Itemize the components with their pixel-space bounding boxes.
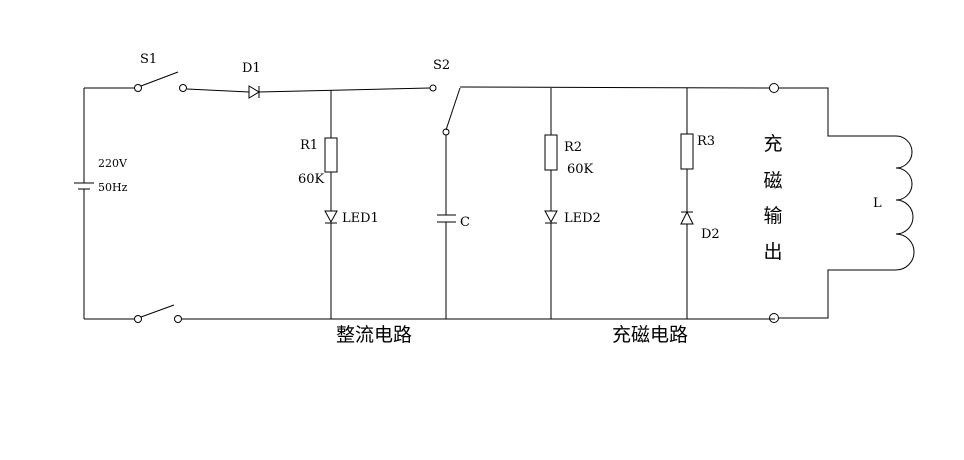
switch-s1: [134, 71, 187, 92]
top-rail-right: [459, 86, 771, 89]
branch-r3-d2: [680, 88, 694, 319]
output-char-3: 输: [763, 205, 782, 227]
switch-s2: [429, 84, 461, 136]
diode-d1-label: D1: [242, 61, 261, 76]
resistor-r1-label: R1: [300, 138, 318, 153]
branch-r1-led1: [324, 90, 338, 319]
led2-label: LED2: [564, 211, 601, 226]
switch-s2-label: S2: [433, 58, 450, 73]
resistor-r2-value: 60K: [567, 162, 594, 177]
top-rail-left: [186, 85, 431, 99]
capacitor-c-label: C: [460, 215, 470, 230]
resistor-r1-value: 60K: [298, 172, 325, 187]
output-terminal-top: [769, 83, 779, 93]
output-char-4: 出: [763, 241, 782, 263]
output-char-1: 充: [763, 133, 782, 155]
output-char-2: 磁: [763, 170, 782, 192]
switch-s1-lower: [134, 304, 182, 323]
resistor-r3-label: R3: [697, 134, 715, 149]
section-rectify-caption: 整流电路: [336, 324, 412, 346]
source-voltage-label: 220V: [98, 157, 128, 170]
source-frequency-label: 50Hz: [98, 181, 128, 194]
led1-label: LED1: [342, 211, 379, 226]
ac-source: [74, 87, 135, 320]
branch-r2-led2: [544, 88, 558, 319]
output-terminal-bottom: [769, 313, 779, 323]
diode-d2-label: D2: [701, 227, 720, 242]
switch-s1-label: S1: [140, 52, 157, 67]
inductor-l: [779, 87, 915, 319]
inductor-l-label: L: [873, 196, 882, 211]
resistor-r2-label: R2: [564, 140, 582, 155]
capacitor-c: [437, 135, 456, 319]
section-magnetize-caption: 充磁电路: [612, 324, 688, 346]
